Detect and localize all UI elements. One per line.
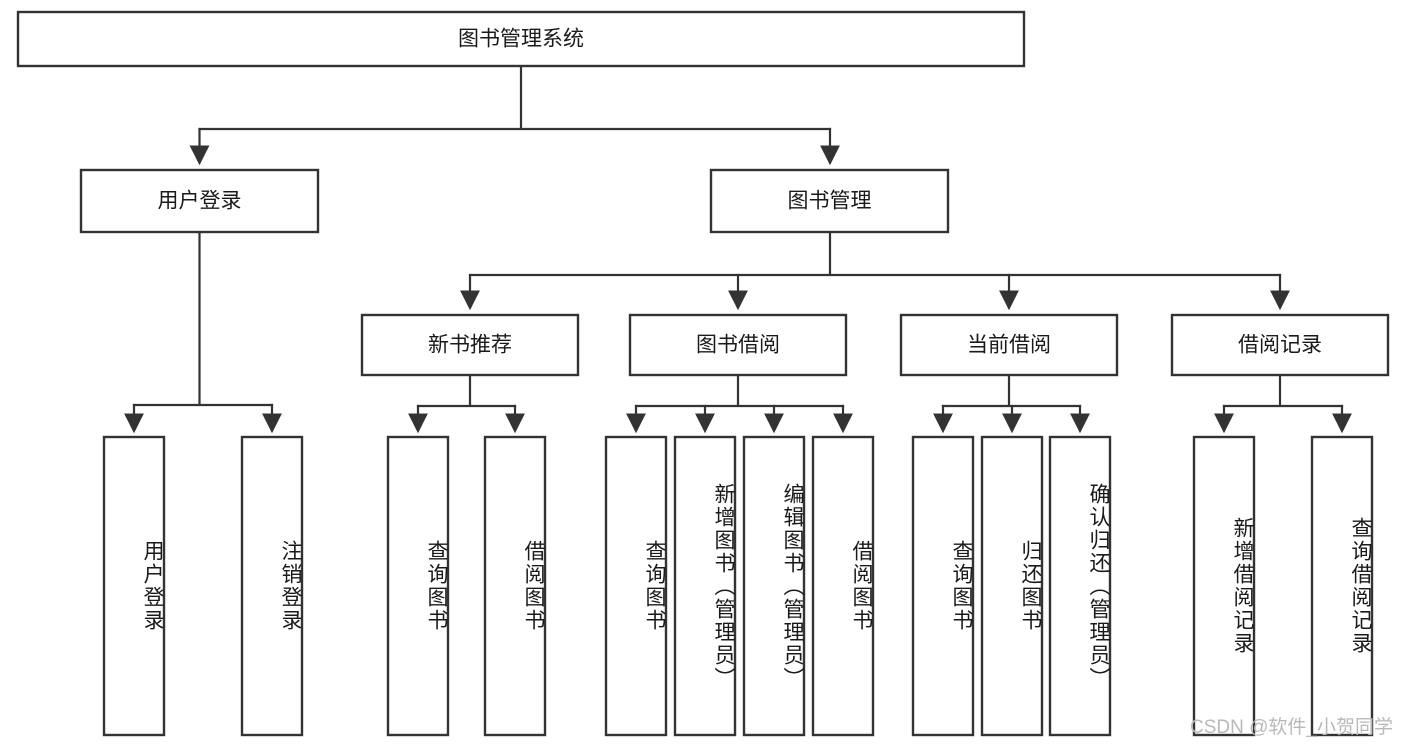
node-box-user-login[interactable] (79, 168, 320, 234)
node-box-leaf-query-record[interactable] (1310, 435, 1374, 737)
node-box-leaf-query-book-1[interactable] (386, 435, 450, 737)
node-label-current-borrow: 当前借阅 (967, 334, 1051, 357)
node-box-leaf-logout[interactable] (240, 435, 304, 737)
node-box-leaf-query-book-3[interactable] (911, 435, 975, 737)
node-box-leaf-return-book[interactable] (980, 435, 1044, 737)
connector-borrowrecord-bus (1222, 373, 1344, 408)
node-box-leaf-user-login[interactable] (102, 435, 166, 737)
node-box-leaf-add-record[interactable] (1192, 435, 1256, 737)
node-box-book-borrow[interactable] (628, 313, 848, 377)
connector-userlogin-bus (132, 230, 274, 407)
csdn-watermark: CSDN @软件_小贺同学 (1190, 717, 1393, 738)
connector-layer (124, 64, 1352, 434)
connector-bookborrow-bus (634, 373, 845, 408)
node-box-new-book-recommend[interactable] (360, 313, 580, 377)
node-box-leaf-confirm-return[interactable] (1048, 435, 1112, 737)
node-label-new-book-recommend: 新书推荐 (428, 334, 512, 357)
node-layer: 图书管理系统 用户登录 图书管理 新书推荐 图书借阅 当前借阅 借阅记录 (16, 10, 1390, 737)
node-box-leaf-borrow-book-1[interactable] (483, 435, 547, 737)
node-label-user-login: 用户登录 (158, 190, 242, 213)
node-box-root[interactable] (16, 10, 1026, 68)
connector-currentborrow-bus (941, 373, 1082, 408)
node-box-leaf-query-book-2[interactable] (604, 435, 668, 737)
node-box-leaf-add-book[interactable] (673, 435, 737, 737)
connector-newbook-bus (416, 373, 517, 408)
node-label-book-management: 图书管理 (788, 190, 872, 213)
node-box-current-borrow[interactable] (899, 313, 1119, 377)
node-box-leaf-edit-book[interactable] (742, 435, 806, 737)
node-box-borrow-record[interactable] (1170, 313, 1390, 377)
node-label-book-borrow: 图书借阅 (696, 334, 780, 357)
node-label-root: 图书管理系统 (458, 28, 584, 51)
connector-root-bus (198, 64, 832, 131)
node-label-borrow-record: 借阅记录 (1238, 334, 1322, 357)
connector-bookmgmt-bus (468, 230, 1282, 277)
node-box-leaf-borrow-book-2[interactable] (811, 435, 875, 737)
node-box-book-management[interactable] (709, 168, 950, 234)
